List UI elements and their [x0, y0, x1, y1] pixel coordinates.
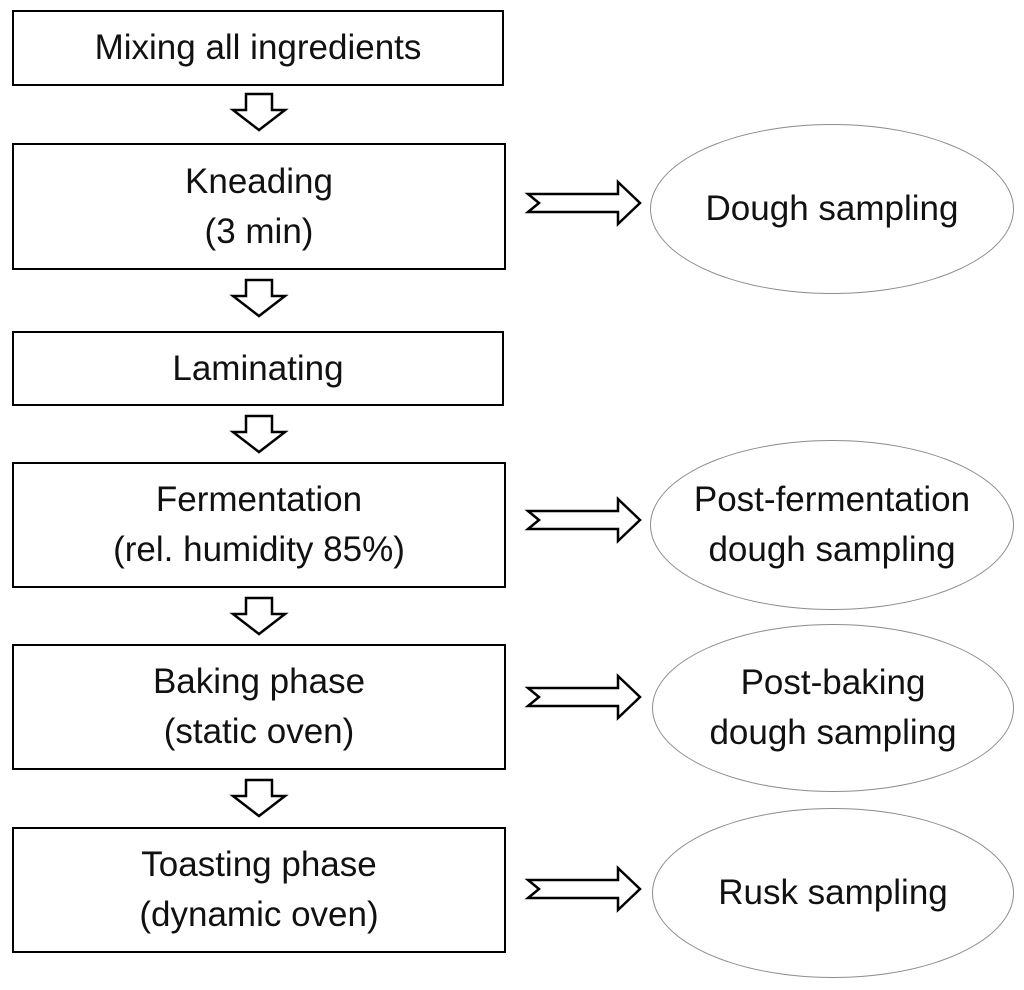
sampling-label: dough sampling — [708, 530, 956, 569]
step-mixing: Mixing all ingredients — [12, 10, 504, 86]
step-detail: (static oven) — [163, 712, 355, 751]
step-label: Laminating — [172, 348, 344, 388]
sampling-label: dough sampling — [709, 713, 957, 752]
sampling-label: Dough sampling — [705, 189, 959, 228]
down-arrow-icon — [229, 92, 289, 132]
step-label: Baking phase — [152, 662, 366, 701]
down-arrow-icon — [229, 278, 289, 318]
down-arrow-icon — [229, 414, 289, 454]
step-baking: Baking phase (static oven) — [12, 644, 506, 770]
step-detail: (rel. humidity 85%) — [113, 530, 405, 569]
right-arrow-icon — [524, 496, 642, 544]
sampling-post-fermentation: Post-fermentation dough sampling — [650, 440, 1014, 610]
down-arrow-icon — [229, 778, 289, 818]
step-detail: (3 min) — [204, 211, 314, 251]
right-arrow-icon — [524, 673, 642, 721]
step-label: Mixing all ingredients — [94, 28, 422, 67]
sampling-label: Post-baking — [740, 663, 926, 702]
right-arrow-icon — [524, 865, 642, 913]
step-detail: (dynamic oven) — [139, 895, 379, 934]
step-label: Kneading — [185, 161, 333, 201]
step-fermentation: Fermentation (rel. humidity 85%) — [12, 462, 506, 588]
sampling-post-baking: Post-baking dough sampling — [652, 624, 1014, 792]
sampling-label: Post-fermentation — [693, 480, 971, 519]
step-kneading: Kneading (3 min) — [12, 143, 506, 270]
step-toasting: Toasting phase (dynamic oven) — [12, 827, 506, 953]
sampling-rusk: Rusk sampling — [652, 808, 1014, 978]
sampling-dough: Dough sampling — [650, 124, 1014, 294]
step-laminating: Laminating — [12, 331, 504, 406]
step-label: Fermentation — [155, 480, 363, 519]
sampling-label: Rusk sampling — [718, 873, 948, 912]
down-arrow-icon — [229, 596, 289, 636]
right-arrow-icon — [524, 179, 642, 227]
step-label: Toasting phase — [141, 845, 377, 884]
